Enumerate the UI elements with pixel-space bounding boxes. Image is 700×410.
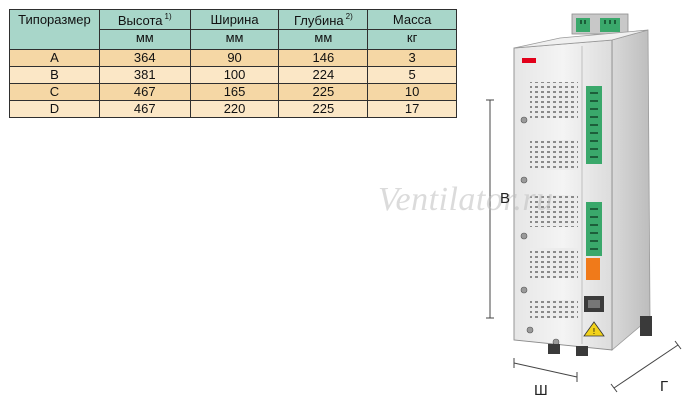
unit-mass: кг [367,29,457,50]
unit-width: мм [189,29,280,50]
unit-height: мм [98,29,191,50]
width-dimension-line [513,358,578,382]
cell-width: 90 [189,49,280,67]
cell-height: 467 [98,100,191,118]
watermark-text: Ventilator.ru [378,181,554,218]
drive-side-panel [611,29,652,351]
height-dimension-line [486,99,494,319]
mounting-feet [548,344,588,356]
cell-width: 220 [189,100,280,118]
unit-depth: мм [278,29,369,50]
table-row: A 364 90 146 3 [9,49,457,67]
table-row: D 467 220 225 17 [9,100,457,118]
abb-logo [522,58,536,63]
header-mass: Масса [367,9,457,30]
ventilation-grilles [530,82,578,318]
width-label: Ш [534,382,548,399]
table-units-row: мм мм мм кг [10,29,457,50]
height-label: В [500,190,511,207]
depth-label: Г [660,378,669,395]
cell-height: 467 [98,83,191,101]
svg-text:!: ! [592,327,595,336]
cell-mass: 3 [367,49,457,67]
cell-depth: 225 [278,100,369,118]
header-frame-size: Типоразмер [9,9,100,50]
comm-port [584,296,604,312]
cell-frame: D [9,100,100,118]
cell-width: 165 [189,83,280,101]
warning-label-icon: ! [583,321,605,337]
cell-mass: 5 [367,66,457,84]
table-row: B 381 100 224 5 [9,66,457,84]
cell-frame: A [9,49,100,67]
control-terminals [586,86,602,280]
top-terminal-block [571,13,629,35]
depth-dimension-line [610,340,682,393]
cell-width: 100 [189,66,280,84]
cell-mass: 17 [367,100,457,118]
cell-height: 364 [98,49,191,67]
